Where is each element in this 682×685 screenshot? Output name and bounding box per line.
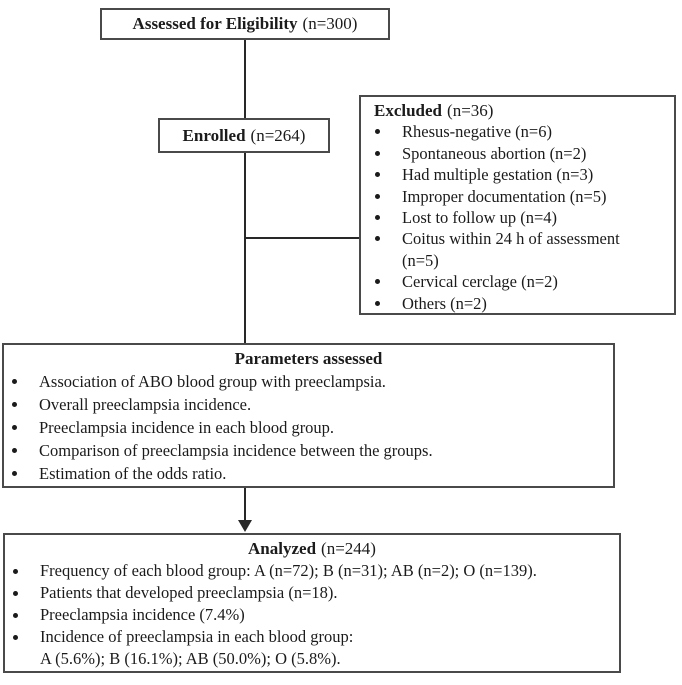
list-item: Preeclampsia incidence in each blood gro… — [4, 416, 613, 439]
connector-branch-to-excluded — [245, 237, 359, 239]
bullet-icon — [13, 634, 18, 640]
bullet-icon — [13, 612, 18, 618]
bullet-icon — [12, 471, 17, 476]
list-item-text: Overall preeclampsia incidence. — [39, 395, 252, 414]
list-item-text: Preeclampsia incidence in each blood gro… — [39, 418, 335, 437]
excluded-title-line: Excluded(n=36) — [361, 97, 674, 121]
list-item-text: Frequency of each blood group: A (n=72);… — [40, 561, 537, 580]
list-item-text: Others (n=2) — [402, 293, 487, 313]
list-item: Frequency of each blood group: A (n=72);… — [5, 560, 619, 582]
list-item-text: Association of ABO blood group with pree… — [39, 372, 386, 391]
list-item-text: Cervical cerclage (n=2) — [402, 272, 558, 292]
assessed-box: Assessed for Eligibility(n=300) — [100, 8, 390, 40]
list-item: Incidence of preeclampsia in each blood … — [5, 626, 619, 670]
analyzed-box: Analyzed(n=244) Frequency of each blood … — [3, 533, 621, 673]
list-item: Coitus within 24 h of assessment (n=5) — [361, 228, 674, 271]
list-item-text: Coitus within 24 h of assessment (n=5) — [402, 229, 620, 270]
list-item-text: Preeclampsia incidence (7.4%) — [40, 605, 245, 624]
assessed-title: Assessed for Eligibility — [132, 14, 298, 33]
analyzed-title-line: Analyzed(n=244) — [5, 535, 619, 560]
list-item-text: Had multiple gestation (n=3) — [402, 165, 594, 185]
bullet-icon — [12, 402, 17, 407]
excluded-title: Excluded — [374, 101, 443, 120]
list-item: Spontaneous abortion (n=2) — [361, 143, 674, 164]
analyzed-title: Analyzed — [248, 539, 317, 558]
parameters-list: Association of ABO blood group with pree… — [4, 370, 613, 485]
bullet-icon — [375, 150, 380, 156]
connector-assessed-to-enrolled — [244, 40, 246, 118]
bullet-icon — [375, 193, 380, 199]
list-item: Cervical cerclage (n=2) — [361, 271, 674, 292]
bullet-icon — [12, 448, 17, 453]
list-item: Overall preeclampsia incidence. — [4, 393, 613, 416]
enrolled-count: (n=264) — [250, 125, 306, 145]
analyzed-list: Frequency of each blood group: A (n=72);… — [5, 560, 619, 670]
list-item-text: Improper documentation (n=5) — [402, 186, 607, 206]
assessed-count: (n=300) — [302, 14, 358, 33]
enrolled-title: Enrolled — [182, 125, 246, 145]
list-item-text: Estimation of the odds ratio. — [39, 464, 227, 483]
analyzed-count: (n=244) — [321, 539, 376, 558]
parameters-title: Parameters assessed — [234, 349, 383, 368]
bullet-icon — [375, 236, 380, 242]
assessed-title-line: Assessed for Eligibility(n=300) — [133, 14, 358, 34]
bullet-icon — [12, 379, 17, 384]
connector-parameters-to-analyzed — [244, 488, 246, 526]
enrolled-title-line: Enrolled(n=264) — [183, 126, 306, 146]
arrowhead-down-icon — [238, 520, 252, 532]
list-item: Patients that developed preeclampsia (n=… — [5, 582, 619, 604]
bullet-icon — [13, 590, 18, 596]
excluded-count: (n=36) — [447, 101, 494, 120]
list-item: Improper documentation (n=5) — [361, 186, 674, 207]
list-item: Association of ABO blood group with pree… — [4, 370, 613, 393]
list-item: Estimation of the odds ratio. — [4, 462, 613, 485]
bullet-icon — [375, 300, 380, 306]
list-item: Preeclampsia incidence (7.4%) — [5, 604, 619, 626]
bullet-icon — [375, 129, 380, 135]
bullet-icon — [375, 279, 380, 285]
list-item: Rhesus-negative (n=6) — [361, 121, 674, 142]
connector-enrolled-to-parameters — [244, 153, 246, 343]
list-item-text: Patients that developed preeclampsia (n=… — [40, 583, 338, 602]
bullet-icon — [12, 425, 17, 430]
list-item: Comparison of preeclampsia incidence bet… — [4, 439, 613, 462]
list-item: Lost to follow up (n=4) — [361, 207, 674, 228]
parameters-title-line: Parameters assessed — [4, 345, 613, 370]
list-item: Had multiple gestation (n=3) — [361, 164, 674, 185]
list-item-text: Rhesus-negative (n=6) — [402, 122, 552, 142]
bullet-icon — [375, 215, 380, 221]
list-item-text: Incidence of preeclampsia in each blood … — [40, 627, 354, 668]
list-item-text: Lost to follow up (n=4) — [402, 208, 558, 228]
excluded-list: Rhesus-negative (n=6) Spontaneous aborti… — [361, 121, 674, 314]
bullet-icon — [375, 172, 380, 178]
list-item: Others (n=2) — [361, 293, 674, 314]
bullet-icon — [13, 568, 18, 574]
list-item-text: Spontaneous abortion (n=2) — [402, 143, 587, 163]
list-item-text: Comparison of preeclampsia incidence bet… — [39, 441, 433, 460]
parameters-box: Parameters assessed Association of ABO b… — [2, 343, 615, 488]
excluded-box: Excluded(n=36) Rhesus-negative (n=6) Spo… — [359, 95, 676, 315]
enrolled-box: Enrolled(n=264) — [158, 118, 330, 153]
